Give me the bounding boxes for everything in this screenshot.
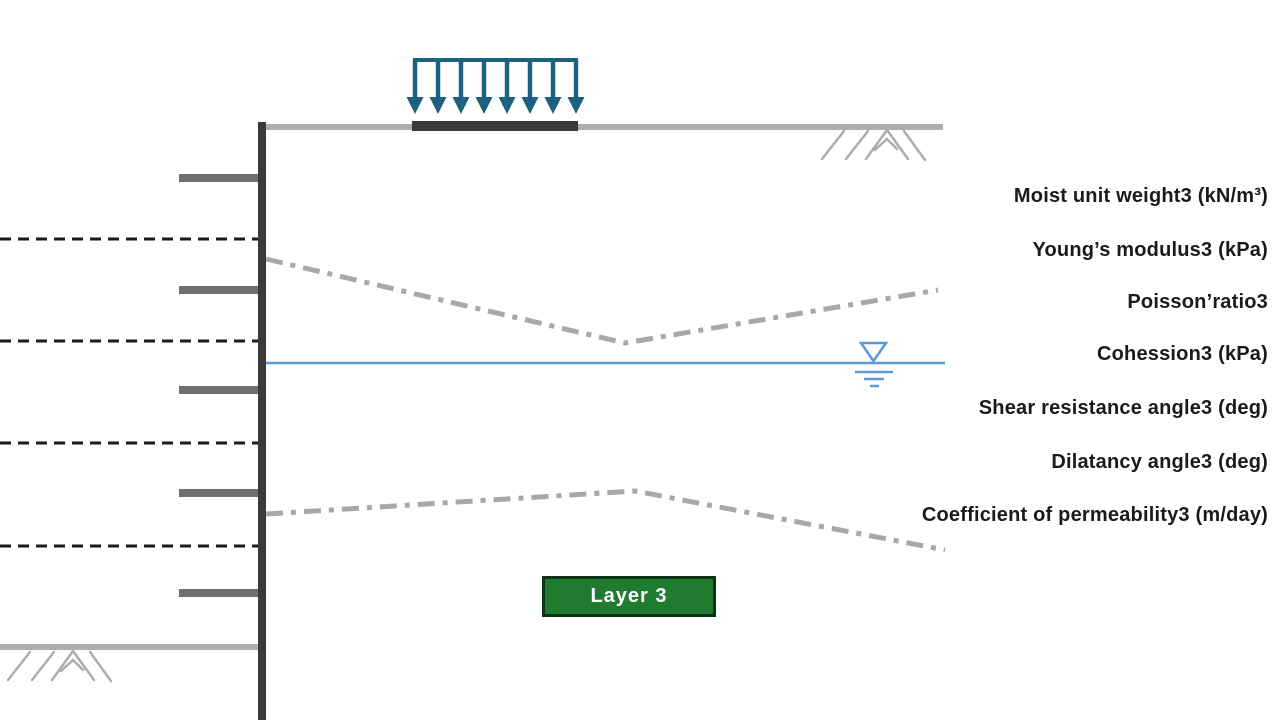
strut [179, 489, 262, 497]
strut [179, 286, 262, 294]
param-label-shear-resistance-angle: Shear resistance angle3 (deg) [978, 397, 1268, 419]
water-table-icon [855, 341, 893, 388]
ground-hatch-icon [820, 128, 927, 162]
soil-layer-boundary-upper [265, 256, 939, 346]
excavation-stage-dashed-lines [0, 237, 258, 548]
param-label-youngs-modulus: Young’s modulus3 (kPa) [1032, 239, 1268, 261]
distributed-load-icon [406, 58, 585, 114]
layer-badge: Layer 3 [542, 576, 716, 617]
retaining-wall [258, 122, 266, 720]
soil-layer-boundary-lower [265, 488, 946, 553]
strut [179, 174, 262, 182]
param-label-moist-unit-weight: Moist unit weight3 (kN/m³) [1013, 185, 1268, 207]
upper-ground-surface-line [262, 124, 943, 130]
strut [179, 589, 262, 597]
loaded-strip-footing [412, 121, 578, 131]
param-label-coefficient-of-permeability: Coefficient of permeability3 (m/day) [921, 504, 1268, 526]
param-label-cohesion: Cohession3 (kPa) [1096, 343, 1268, 365]
param-label-dilatancy-angle: Dilatancy angle3 (deg) [1051, 451, 1268, 473]
lower-ground-surface-line [0, 644, 262, 650]
ground-hatch-icon [6, 649, 113, 683]
strut [179, 386, 262, 394]
strut-group [179, 174, 262, 597]
param-label-poisson-ratio: Poisson’ratio3 [1127, 291, 1268, 313]
